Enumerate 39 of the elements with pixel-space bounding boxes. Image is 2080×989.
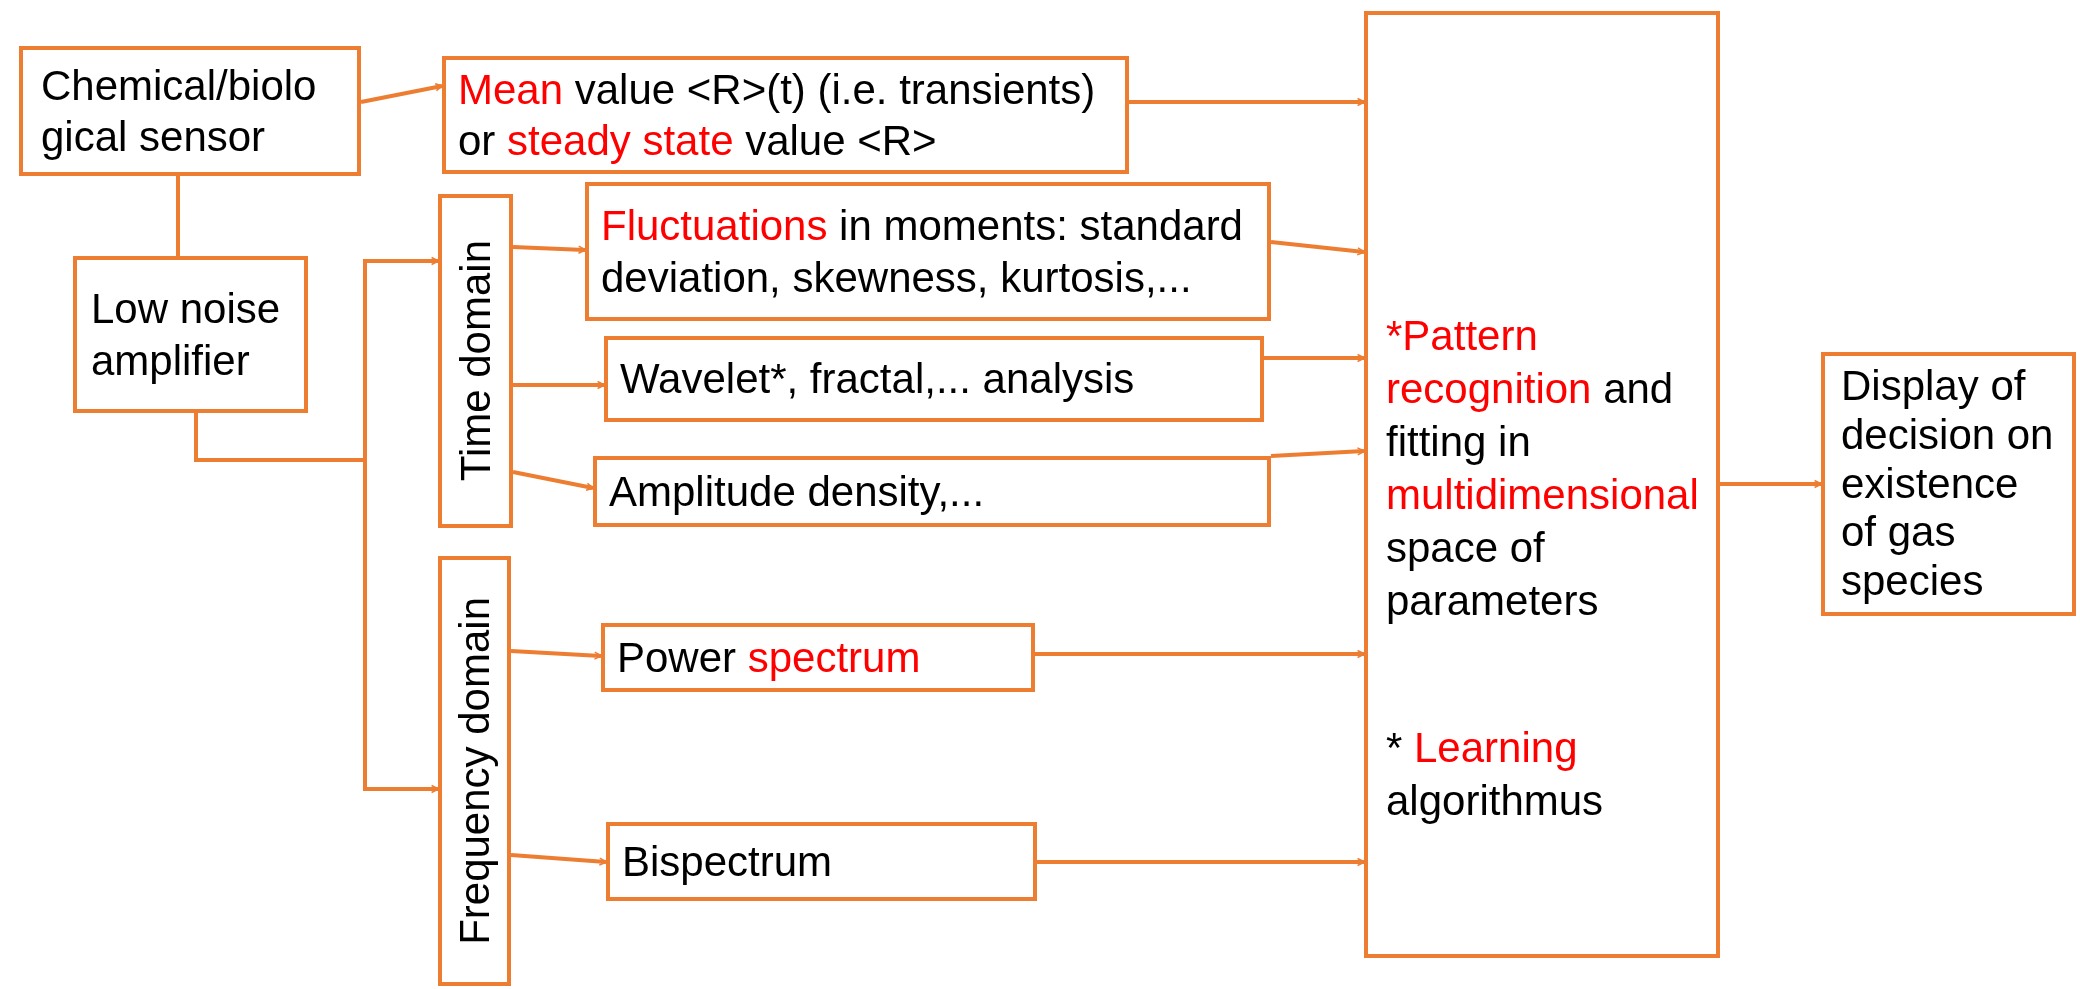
process-box [73,256,308,413]
arrow [1037,857,1366,867]
process-box [438,194,513,528]
arrow [1264,353,1366,363]
vertical-label: Time domain [450,240,500,482]
process-box [438,556,511,986]
arrow [513,380,606,390]
arrow [1270,240,1366,256]
arrow [510,649,603,660]
box-text: Chemical/biolo gical sensor [41,60,318,162]
process-box [1821,352,2076,616]
box-text: Fluctuations in moments: standard deviation, skewness, kurtosis,... [601,201,1244,303]
arrow [1035,649,1366,659]
arrow [1270,447,1366,458]
vertical-label: Frequency domain [449,597,499,945]
process-box [604,336,1264,422]
box-text: Amplitude density,... [609,466,985,517]
arrow [512,470,595,491]
box-text: Power spectrum [617,632,921,683]
arrow [512,245,587,254]
box-text: *Learning algorithmus [1386,723,1605,827]
process-box [593,456,1271,527]
process-box [1364,11,1720,958]
arrow [360,83,444,104]
box-text: Display of decision on existence of gas species [1841,362,2055,606]
process-box [19,46,361,176]
box-text: Bispectrum [622,836,833,887]
box-text: Wavelet*, fractal,... analysis [620,354,1135,405]
process-box [606,822,1037,901]
arrow [1129,97,1366,107]
arrow [1720,479,1823,489]
process-box [585,182,1271,321]
process-box [601,623,1035,692]
box-text: *Pattern recognition and fitting in multidimensional space of parameters [1386,311,1700,626]
connector-line [176,176,180,256]
box-text: Low noise amplifier [91,284,282,386]
box-text: Mean value <R>(t) (i.e. transients) or steady state value <R> [458,64,1097,166]
arrow [510,853,608,866]
process-box [442,56,1129,174]
